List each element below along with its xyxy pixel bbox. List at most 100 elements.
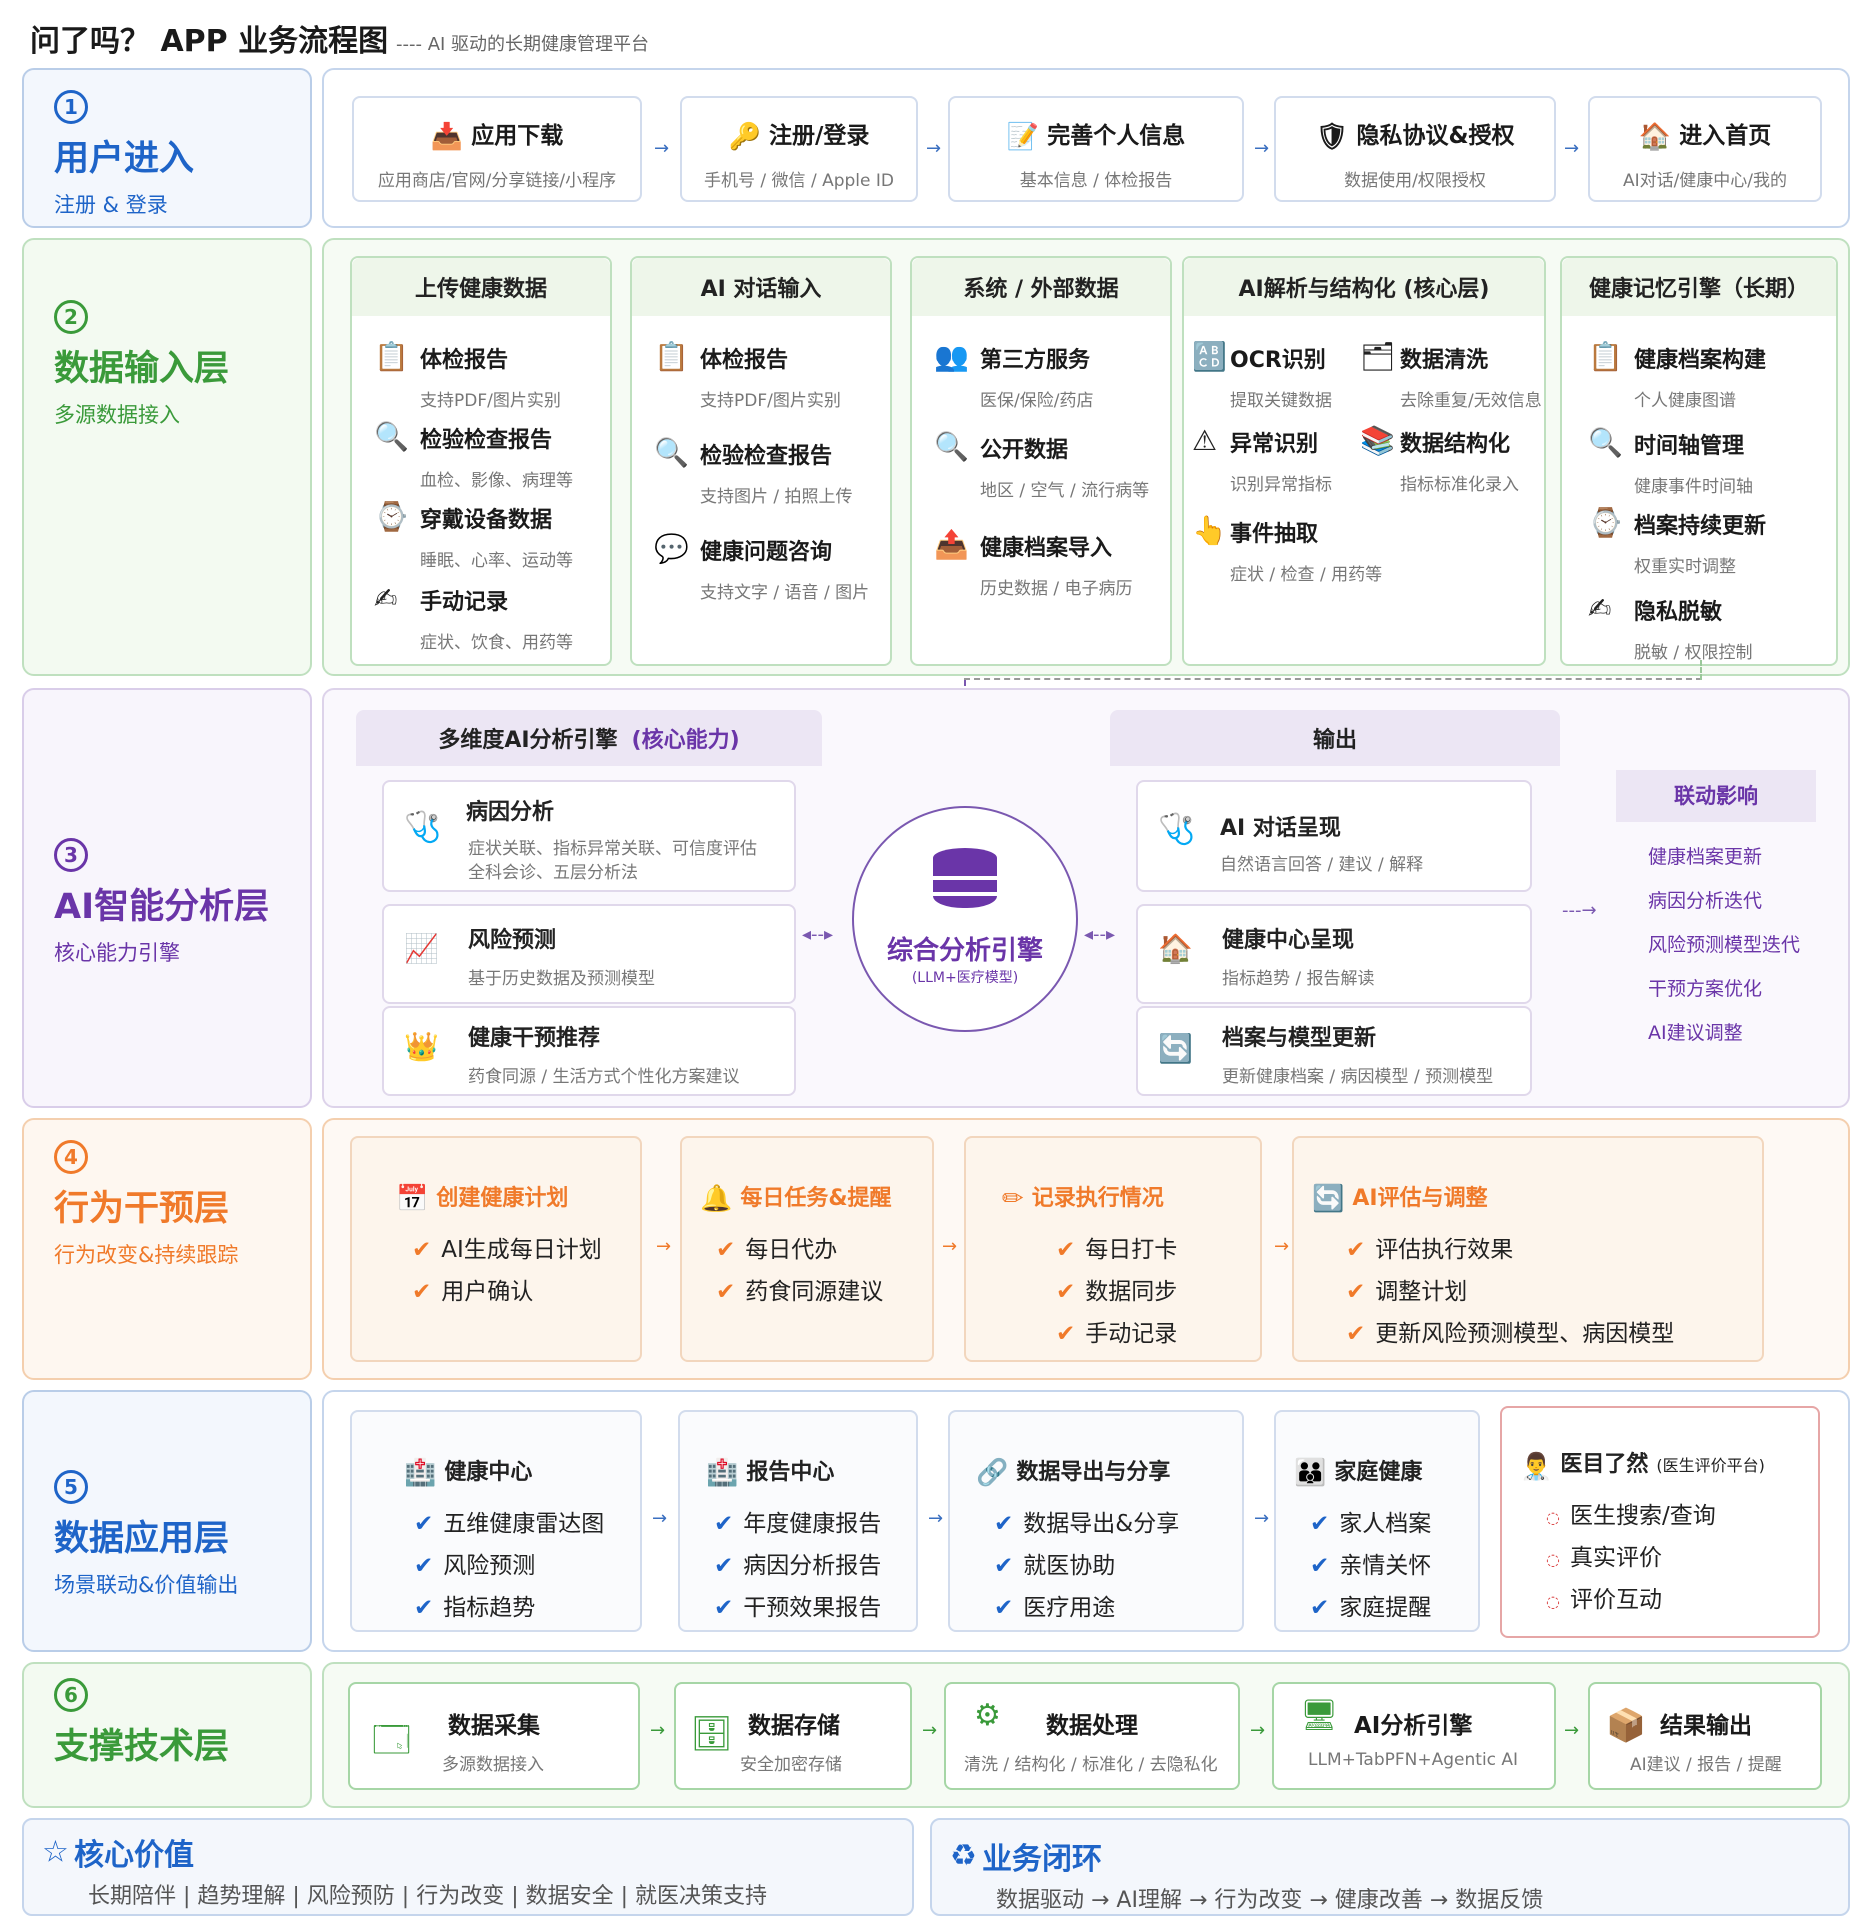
arrow-icon: → [1274, 1236, 1290, 1257]
item-lab-report[interactable]: 🔍检验检查报告支持图片 / 拍照上传 [654, 436, 853, 507]
step-title: 记录执行情况 [1031, 1186, 1164, 1211]
card-intervention[interactable]: 👑 健康干预推荐 药食同源 / 生活方式个性化方案建议 [382, 1006, 796, 1096]
item-health-consult[interactable]: 💬健康问题咨询支持文字 / 语音 / 图片 [654, 532, 869, 603]
alert-icon: ⚠ [1192, 424, 1218, 457]
step-app-download[interactable]: 📥应用下载 应用商店/官网/分享链接/小程序 [352, 96, 642, 202]
card-risk-predict[interactable]: 📈 风险预测 基于历史数据及预测模型 [382, 904, 796, 1004]
item-record-build[interactable]: 📋健康档案构建个人健康图谱 [1588, 340, 1767, 411]
bullet-item: ◌医生搜索/查询 [1546, 1503, 1716, 1529]
card-health-center-output[interactable]: 🏠 健康中心呈现 指标趋势 / 报告解读 [1136, 904, 1532, 1004]
calendar-icon: 📅 [396, 1184, 429, 1214]
item-subtitle: 历史数据 / 电子病历 [980, 579, 1133, 599]
arrow-icon: → [1250, 1720, 1266, 1741]
form-icon: 📝 [1006, 121, 1040, 152]
card-model-update[interactable]: 🔄 档案与模型更新 更新健康档案 / 病因模型 / 预测模型 [1136, 1006, 1532, 1096]
card-ai-chat-output[interactable]: 🩺 AI 对话呈现 自然语言回答 / 建议 / 解释 [1136, 780, 1532, 892]
item-event-extract[interactable]: 👆事件抽取症状 / 检查 / 用药等 [1192, 514, 1382, 585]
layer4-title: 行为干预层 [54, 1189, 230, 1229]
tech-subtitle: LLM+TabPFN+Agentic AI [1308, 1750, 1519, 1770]
item-physical-report[interactable]: 📋体检报告支持PDF/图片实别 [654, 340, 841, 411]
group-output: 输出 [1110, 710, 1560, 766]
step-title: 隐私协议&授权 [1356, 123, 1515, 149]
check-icon: ✔ [714, 1595, 734, 1621]
card-cause-analysis[interactable]: 🩺 病因分析 症状关联、指标异常关联、可信度评估 全科会诊、五层分析法 [382, 780, 796, 892]
app-family-health[interactable]: 👪家庭健康 ✔家人档案 ✔亲情关怀 ✔家庭提醒 [1274, 1410, 1480, 1632]
business-loop-text: 数据驱动 → AI理解 → 行为改变 → 健康改善 → 数据反馈 [996, 1888, 1544, 1913]
tech-data-processing[interactable]: ⚙ 数据处理 清洗 / 结构化 / 标准化 / 去隐私化 [944, 1682, 1240, 1790]
step-home[interactable]: 🏠进入首页 AI对话/健康中心/我的 [1588, 96, 1822, 202]
item-subtitle: 个人健康图谱 [1634, 391, 1736, 411]
business-loop-panel: ♻ 业务闭环 数据驱动 → AI理解 → 行为改变 → 健康改善 → 数据反馈 [930, 1818, 1850, 1916]
tech-title: 数据处理 [1046, 1713, 1138, 1739]
step-privacy[interactable]: 🛡隐私协议&授权 数据使用/权限授权 [1274, 96, 1556, 202]
step-ai-evaluate[interactable]: 🔄AI评估与调整 ✔评估执行效果 ✔调整计划 ✔更新风险预测模型、病因模型 [1292, 1136, 1764, 1362]
check-icon: ✔ [994, 1553, 1014, 1579]
step-create-plan[interactable]: 📅创建健康计划 ✔AI生成每日计划 ✔用户确认 [350, 1136, 642, 1362]
check-item: ✔每日代办 [716, 1237, 838, 1263]
item-title: 健康档案导入 [980, 536, 1113, 561]
layer4-subtitle: 行为改变&持续跟踪 [54, 1243, 239, 1267]
tech-data-collect[interactable]: 🗔 数据采集 多源数据接入 [348, 1682, 640, 1790]
check-item: ✔干预效果报告 [714, 1595, 882, 1621]
lab-report-icon: 🔍 [374, 420, 409, 453]
item-timeline[interactable]: 🔍时间轴管理健康事件时间轴 [1588, 426, 1753, 497]
app-title: 报告中心 [746, 1460, 835, 1485]
layer1-subtitle: 注册 & 登录 [54, 193, 168, 217]
item-title: 健康档案构建 [1634, 348, 1767, 373]
center-engine[interactable]: 综合分析引擎 (LLM+医疗模型) [852, 806, 1078, 1032]
item-physical-report[interactable]: 📋体检报告支持PDF/图片实别 [374, 340, 561, 411]
item-title: 档案持续更新 [1634, 514, 1767, 539]
app-doctor-platform[interactable]: 👨‍⚕️医目了然(医生评价平台) ◌医生搜索/查询 ◌真实评价 ◌评价互动 [1500, 1406, 1820, 1638]
app-title: 健康中心 [444, 1460, 533, 1485]
item-record-update[interactable]: ⌚档案持续更新权重实时调整 [1588, 506, 1767, 577]
tech-data-storage[interactable]: 🗄 数据存储 安全加密存储 [674, 1682, 912, 1790]
item-wearable[interactable]: ⌚穿戴设备数据睡眠、心率、运动等 [374, 500, 573, 571]
item-subtitle: 医保/保险/药店 [980, 391, 1094, 411]
item-lab-report[interactable]: 🔍检验检查报告血检、影像、病理等 [374, 420, 573, 491]
arrow-icon: → [1564, 1720, 1580, 1741]
storage-icon: 🗄 [690, 1714, 734, 1754]
tech-subtitle: 多源数据接入 [442, 1755, 544, 1775]
check-item: ✔药食同源建议 [716, 1279, 884, 1305]
hospital-icon: 🏥 [706, 1458, 739, 1488]
item-data-cleaning[interactable]: 🗂数据清洗去除重复/无效信息 [1360, 340, 1542, 411]
item-subtitle: 健康事件时间轴 [1634, 477, 1753, 497]
item-record-import[interactable]: 📤健康档案导入历史数据 / 电子病历 [934, 528, 1133, 599]
item-subtitle: 支持PDF/图片实别 [420, 391, 561, 411]
item-manual-record[interactable]: ✍手动记录症状、饮食、用药等 [374, 582, 573, 653]
pen-icon: ✍ [374, 582, 398, 615]
tech-title: 数据采集 [448, 1713, 540, 1739]
step-subtitle: 应用商店/官网/分享链接/小程序 [377, 170, 617, 191]
check-item: ✔AI生成每日计划 [412, 1237, 602, 1263]
group-ai-chat-input: AI 对话输入 📋体检报告支持PDF/图片实别 🔍检验检查报告支持图片 / 拍照… [630, 256, 892, 666]
item-title: 事件抽取 [1230, 522, 1319, 547]
layer3-title: AI智能分析层 [54, 887, 270, 927]
tech-result-output[interactable]: 📦 结果输出 AI建议 / 报告 / 提醒 [1588, 1682, 1822, 1790]
step-register-login[interactable]: 🔑注册/登录 手机号 / 微信 / Apple ID [680, 96, 918, 202]
step-daily-tasks[interactable]: 🔔每日任务&提醒 ✔每日代办 ✔药食同源建议 [680, 1136, 934, 1362]
item-public-data[interactable]: 🔍公开数据地区 / 空气 / 流行病等 [934, 430, 1149, 501]
check-item: ✔就医协助 [994, 1553, 1116, 1579]
app-health-center[interactable]: 🏥健康中心 ✔五维健康雷达图 ✔风险预测 ✔指标趋势 [350, 1410, 642, 1632]
item-structuring[interactable]: 📚数据结构化指标标准化录入 [1360, 424, 1519, 495]
group-header: AI解析与结构化 (核心层) [1184, 258, 1544, 316]
card-subtitle: 指标趋势 / 报告解读 [1222, 969, 1375, 989]
item-anomaly[interactable]: ⚠异常识别识别异常指标 [1192, 424, 1332, 495]
step-profile[interactable]: 📝完善个人信息 基本信息 / 体检报告 [948, 96, 1244, 202]
arrow-icon: → [928, 1508, 944, 1529]
arrow-icon: → [922, 1720, 938, 1741]
app-data-export[interactable]: 🔗数据导出与分享 ✔数据导出&分享 ✔就医协助 ✔医疗用途 [948, 1410, 1244, 1632]
gear-icon: ⚙ [974, 1698, 1001, 1733]
tech-ai-engine[interactable]: 🖥 AI分析引擎 LLM+TabPFN+Agentic AI [1272, 1682, 1556, 1790]
layer6-number: 6 [54, 1678, 88, 1712]
shield-icon: 🛡 [1315, 121, 1349, 152]
group-header-emphasis: (核心能力) [631, 728, 740, 753]
item-privacy-mask[interactable]: ✍隐私脱敏脱敏 / 权限控制 [1588, 592, 1753, 663]
item-third-party[interactable]: 👥第三方服务医保/保险/药店 [934, 340, 1094, 411]
item-ocr[interactable]: 🔠OCR识别提取关键数据 [1192, 340, 1332, 411]
app-report-center[interactable]: 🏥报告中心 ✔年度健康报告 ✔病因分析报告 ✔干预效果报告 [678, 1410, 918, 1632]
step-record-execution[interactable]: ✏记录执行情况 ✔每日打卡 ✔数据同步 ✔手动记录 [964, 1136, 1262, 1362]
group-header: 健康记忆引擎（长期） [1562, 258, 1836, 316]
dashed-connector [964, 678, 1702, 680]
check-item: ✔更新风险预测模型、病因模型 [1346, 1321, 1675, 1347]
